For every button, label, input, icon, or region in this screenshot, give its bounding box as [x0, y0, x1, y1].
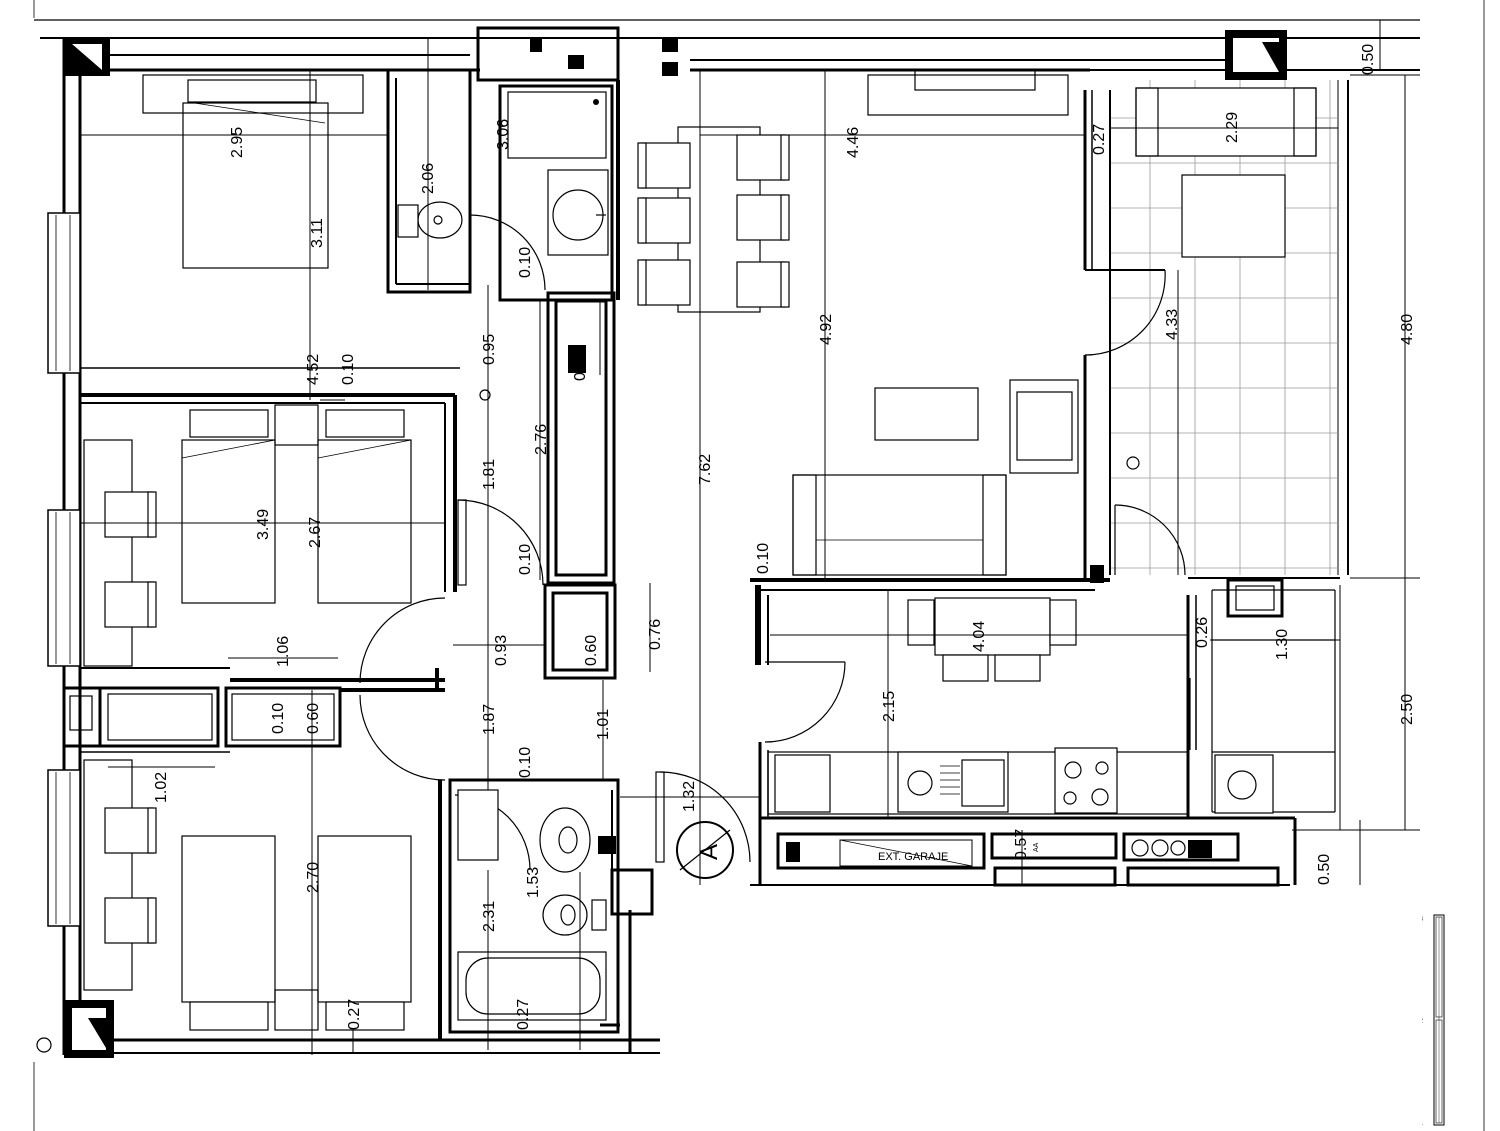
dim-top-margin: 0.50 — [1360, 44, 1377, 75]
dim-partition-010: 0.10 — [340, 354, 357, 385]
dim-closet2-depth: 0.60 — [583, 635, 600, 666]
dim-duct: 0.57 — [1013, 829, 1030, 860]
dim-bath2-gap: 0.10 — [517, 747, 534, 778]
dim-living-width: 4.46 — [845, 127, 862, 158]
dim-terrace-depth: 4.33 — [1164, 309, 1181, 340]
chair — [104, 491, 154, 538]
dim-laundry-width: 1.30 — [1274, 629, 1291, 660]
dim-laundry-total: 2.50 — [1399, 694, 1416, 725]
sink — [547, 169, 609, 256]
bed-single — [181, 835, 276, 1003]
dim-bath2-wall: 0.27 — [515, 999, 532, 1030]
outdoor-table — [1181, 174, 1286, 258]
toilet — [417, 201, 463, 239]
dim-terrace-total: 4.80 — [1399, 314, 1416, 345]
chair — [104, 581, 154, 628]
dim-bed3-depth: 2.70 — [305, 862, 322, 893]
oven — [774, 754, 831, 813]
chair — [637, 197, 691, 244]
dim-dining-width: 4.04 — [971, 621, 988, 652]
dim-hall-width: 1.81 — [481, 459, 498, 490]
dim-living-depth: 4.92 — [818, 314, 835, 345]
dim-hall-top-width: 0.95 — [481, 334, 498, 365]
armchair — [1009, 379, 1079, 474]
kitchen-sink — [897, 751, 1009, 813]
dim-bath2-width: 1.53 — [525, 867, 542, 898]
bed-double — [182, 102, 329, 269]
dim-closet1-width: 0.60 — [572, 350, 589, 381]
blank-area — [662, 890, 1422, 1131]
chair — [736, 134, 790, 181]
chair — [736, 194, 790, 241]
dim-kitchen-depth: 2.15 — [881, 691, 898, 722]
kitchen-table — [934, 597, 1051, 656]
toilet — [542, 894, 588, 936]
dim-bottom-margin: 0.50 — [1316, 854, 1333, 885]
dim-entry-depth: 1.32 — [681, 781, 698, 812]
bed-single — [317, 835, 412, 1003]
dim-hall-length: 2.76 — [533, 424, 550, 455]
bed-single — [317, 439, 412, 604]
section-marker-label: A — [696, 844, 723, 860]
dim-partition-452: 4.52 — [305, 354, 322, 385]
dim-entry-width: 1.01 — [595, 709, 612, 740]
dim-bath1-depth: 2.06 — [420, 163, 437, 194]
dim-wall-010: 0.10 — [270, 703, 287, 734]
aa-mark: AA — [1033, 842, 1040, 852]
dim-wardrobe3-width: 1.02 — [153, 772, 170, 803]
bathtub — [457, 951, 607, 1021]
garage-extractor-label: EXT. GARAJE — [878, 851, 948, 863]
tv-cabinet — [867, 74, 1069, 116]
dim-wardrobe2-depth: 0.60 — [305, 703, 322, 734]
dim-laundry-wall: 0.26 — [1194, 617, 1211, 648]
dim-living-wall: 0.10 — [755, 543, 772, 574]
dim-bed1-depth: 3.11 — [309, 218, 326, 248]
bed-single — [181, 439, 276, 604]
exterior-walls — [40, 30, 1420, 1058]
dim-apartment-depth: 7.62 — [697, 454, 714, 485]
dim-bed2-width: 3.49 — [255, 509, 272, 540]
sink — [539, 807, 591, 873]
dim-terrace-wall: 0.27 — [1091, 124, 1108, 155]
washing-machine — [1214, 754, 1274, 814]
dimension-labels: 2.95 3.11 2.06 3.06 0.10 0.95 4.52 0.10 … — [153, 44, 1416, 1030]
blank-area-right — [1420, 20, 1480, 900]
dim-bed1-width: 2.95 — [229, 127, 246, 158]
dim-hall-lower-width: 0.93 — [493, 635, 510, 666]
page-frame — [33, 0, 1485, 1131]
sofa — [792, 474, 1007, 576]
doors — [359, 214, 1191, 871]
bathtub — [507, 91, 607, 159]
dim-corridor-width: 1.87 — [481, 704, 498, 735]
chair — [637, 259, 691, 306]
dim-closet2-width: 0.76 — [647, 619, 664, 650]
chair — [637, 142, 691, 189]
dim-bed2-depth: 2.67 — [307, 517, 324, 548]
scale-bar: 3 2 1 — [1419, 914, 1445, 1127]
dimension-lines — [80, 20, 1420, 1055]
dim-bed3-wall: 0.27 — [346, 999, 363, 1030]
chair — [104, 897, 154, 944]
dim-bath1-gap: 0.10 — [517, 247, 534, 278]
chair — [736, 261, 790, 308]
dim-hall-gap: 0.10 — [517, 544, 534, 575]
dim-bath1-width: 3.06 — [495, 119, 512, 150]
dim-terrace-width: 2.29 — [1224, 112, 1241, 143]
dim-wardrobe-width: 1.06 — [275, 636, 292, 667]
chair — [104, 807, 154, 854]
outdoor-bench — [1135, 87, 1317, 157]
terrace-tiles — [1110, 80, 1338, 575]
coffee-table — [874, 387, 979, 441]
furniture: A — [36, 69, 1317, 1053]
dim-bath2-depth: 2.31 — [481, 901, 498, 932]
cooktop — [1054, 747, 1118, 814]
